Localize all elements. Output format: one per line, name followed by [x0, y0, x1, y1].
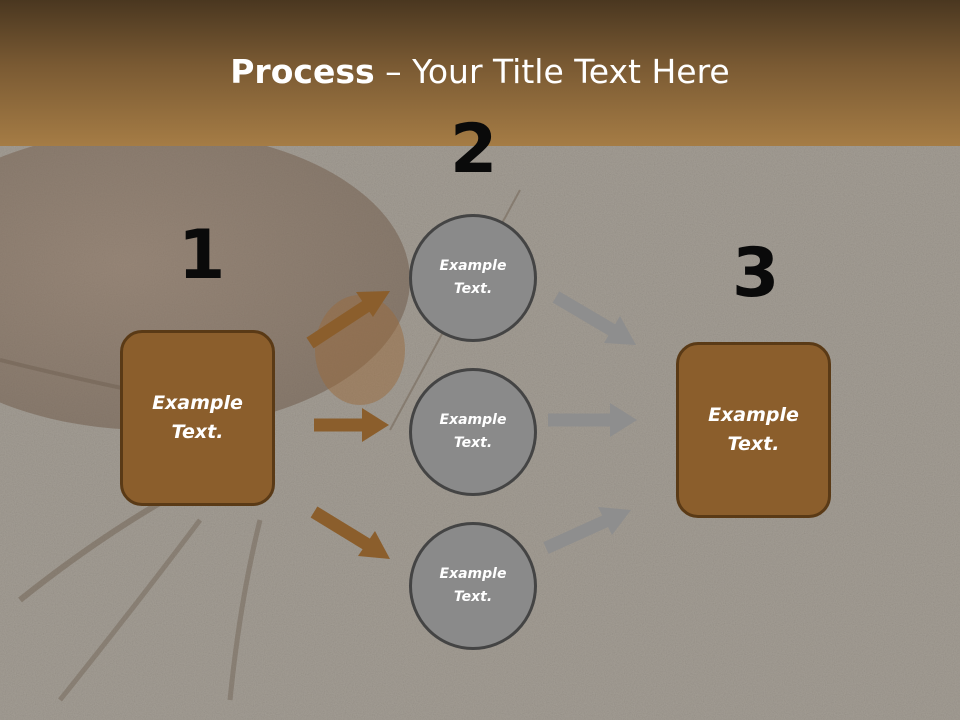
title-bold: Process — [230, 52, 375, 91]
left-box-text: Example Text. — [152, 392, 243, 443]
circle-1-text: Example Text. — [439, 258, 507, 297]
circle-1: Example Text. — [409, 214, 537, 342]
step-number-3: 3 — [732, 234, 780, 313]
title-rest: – Your Title Text Here — [374, 52, 730, 91]
circle-3: Example Text. — [409, 522, 537, 650]
circle-2: Example Text. — [409, 368, 537, 496]
arrow-to-circle-1 — [306, 291, 390, 349]
step-number-2: 2 — [450, 110, 498, 189]
arrow-from-circle-3 — [543, 507, 631, 554]
slide-title: Process – Your Title Text Here — [0, 52, 960, 91]
circle-3-text: Example Text. — [439, 566, 507, 605]
arrow-from-circle-2 — [548, 403, 637, 437]
right-process-box: Example Text. — [676, 342, 831, 518]
right-box-text: Example Text. — [708, 404, 799, 455]
arrow-to-circle-3 — [310, 506, 390, 559]
step-number-1: 1 — [178, 216, 226, 295]
title-bar — [0, 0, 960, 146]
arrow-from-circle-1 — [552, 291, 636, 345]
circle-2-text: Example Text. — [439, 412, 507, 451]
left-process-box: Example Text. — [120, 330, 275, 506]
arrow-to-circle-2 — [314, 408, 389, 442]
